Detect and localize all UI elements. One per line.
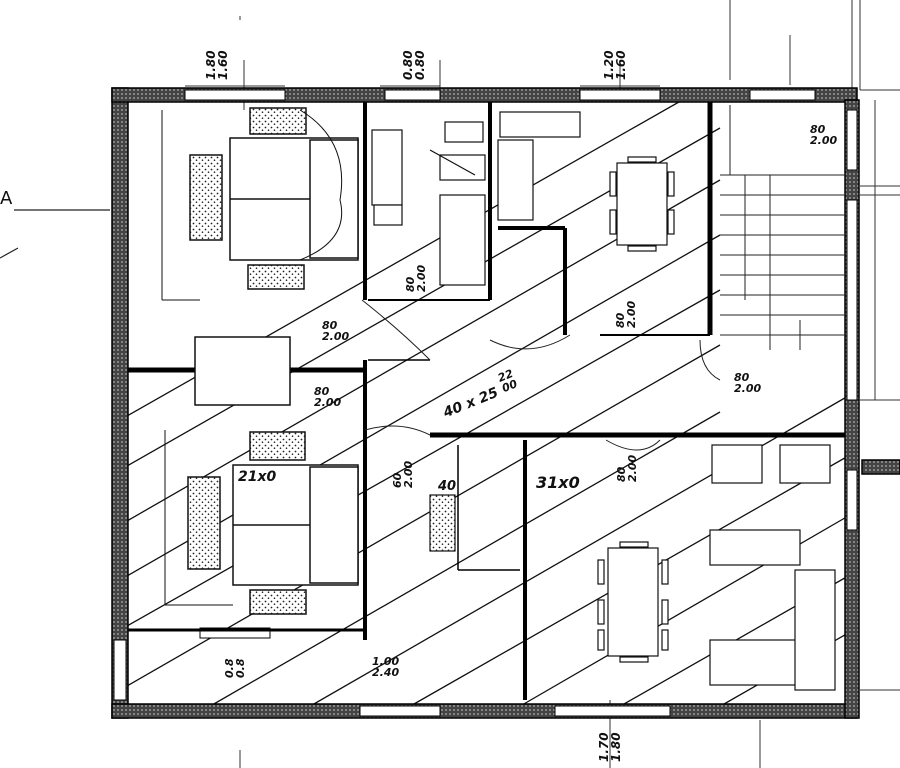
dim-window-top-right: 1.20 1.60: [602, 50, 628, 80]
interior-walls: [128, 102, 845, 700]
label-room-left-lower: 21x0: [238, 469, 277, 485]
bedroom-upper-furniture: [161, 107, 359, 406]
dim-bottom-right-window: 1.70 1.80: [597, 732, 623, 762]
dim-window-top-left: 1.80 1.60: [204, 50, 230, 80]
bathroom-fixtures: [371, 121, 486, 286]
section-line: [0, 209, 110, 259]
label-small-40: 40: [438, 479, 457, 494]
dim-door-entry-right: 80 2.00: [734, 371, 762, 395]
door-swings: [361, 299, 721, 451]
dim-door-bath: 80 2.00: [404, 264, 428, 292]
kitchen-furniture: [497, 111, 675, 252]
dim-window-top-mid: 0.80 0.80: [401, 50, 427, 80]
dim-bottom-mid-window: 1.00 2.40: [372, 655, 400, 679]
dim-door-kitchen: 80 2.00: [614, 300, 638, 328]
bedroom-lower-furniture: [164, 430, 359, 615]
staircase: [720, 105, 845, 350]
dim-bottom-left-window: 0.8 0.8: [223, 658, 247, 679]
dim-window-stair: 80 2.00: [810, 123, 838, 147]
dim-door-hall-mid: 60 2.00: [391, 460, 415, 488]
outer-walls: [111, 87, 860, 719]
lower-middle-furniture: [429, 494, 456, 552]
living-furniture: [597, 444, 836, 691]
label-room-right-lower: 31x0: [536, 473, 580, 492]
guide-lines: [185, 0, 900, 768]
entry-step: [861, 459, 900, 475]
dim-door-bath-lower: 80 2.00: [314, 385, 342, 409]
dim-door-hall-right: 80 2.00: [615, 454, 639, 482]
section-marker-label: A: [0, 188, 13, 209]
dim-door-wc: 80 2.00: [322, 319, 350, 343]
